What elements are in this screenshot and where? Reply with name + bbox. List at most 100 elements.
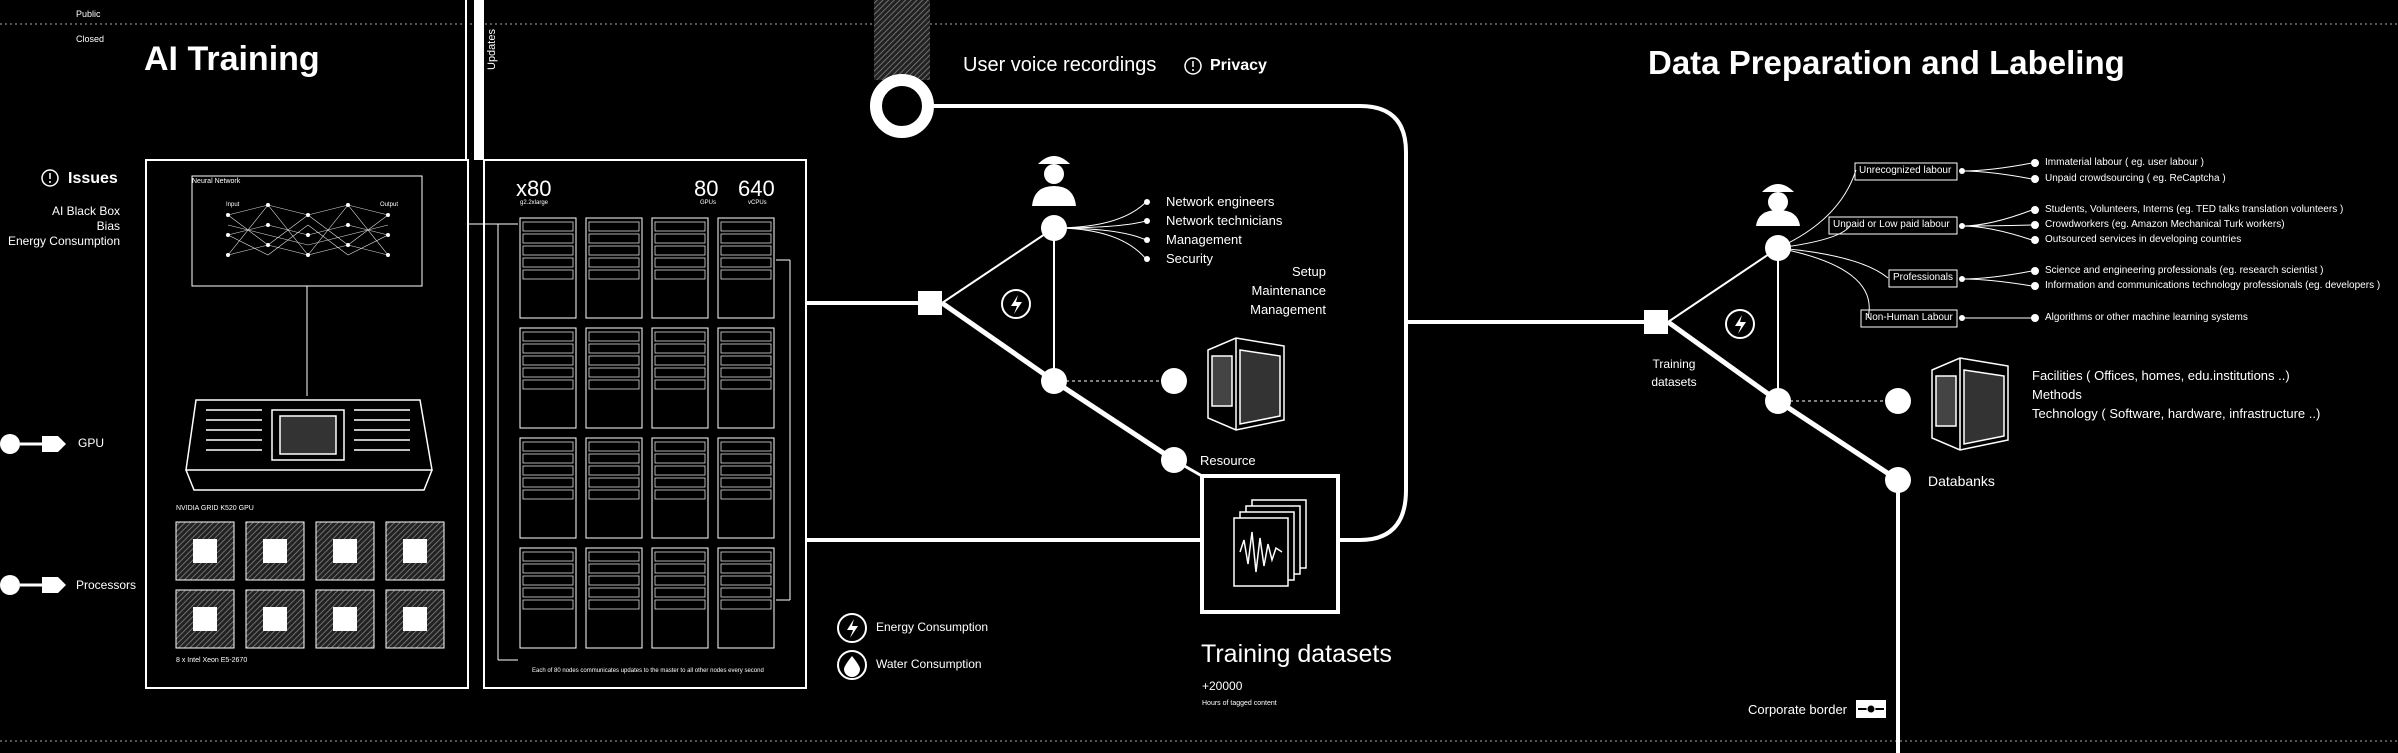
corporate-border-label: Corporate border [1748, 702, 1847, 717]
issue-item: Energy Consumption [7, 234, 120, 248]
rack-unit [522, 257, 574, 268]
rack-unit [588, 489, 640, 500]
rack-unit [654, 575, 706, 586]
labour-tag: Unrecognized labour [1859, 165, 1952, 176]
issues-icon [41, 169, 59, 187]
facility-item: Facilities ( Offices, homes, edu.institu… [2032, 368, 2290, 383]
rack-unit [720, 221, 772, 232]
rack-unit [522, 575, 574, 586]
rack-unit [720, 551, 772, 562]
cpu-grid [175, 521, 445, 649]
rack-unit [654, 477, 706, 488]
rack-unit [720, 489, 772, 500]
cluster-panel [483, 159, 807, 689]
cpu-caption: 8 x Intel Xeon E5-2670 [176, 657, 248, 664]
rack-unit [588, 257, 640, 268]
rack-unit [654, 355, 706, 366]
ai-training-title: AI Training [144, 40, 320, 78]
rack-unit [720, 477, 772, 488]
neural-network-label: Neural Network [192, 178, 241, 185]
rack-unit [654, 257, 706, 268]
gpus-value: 80 [694, 176, 719, 201]
rack-unit [522, 587, 574, 598]
rack-unit [522, 367, 574, 378]
server-rack [519, 547, 577, 649]
rack-unit [654, 269, 706, 280]
rack-unit [720, 599, 772, 610]
task-item: Setup [1292, 264, 1326, 279]
rack-unit [588, 331, 640, 342]
rack-unit [720, 465, 772, 476]
processors-label: Processors [76, 578, 137, 592]
labour-tag: Professionals [1893, 272, 1954, 283]
databanks-label: Databanks [1928, 473, 1995, 489]
rack-unit [522, 269, 574, 280]
issue-item: AI Black Box [51, 204, 120, 218]
rack-unit [522, 221, 574, 232]
issue-item: Bias [96, 219, 120, 233]
task-item: Management [1250, 302, 1326, 317]
labour-item: Algorithms or other machine learning sys… [2045, 312, 2248, 323]
rack-unit [522, 233, 574, 244]
ai-training-panel [145, 159, 469, 689]
rack-unit [522, 441, 574, 452]
gpu-board-drawing [185, 399, 433, 491]
training-sub: Hours of tagged content [1202, 700, 1277, 707]
voice-pipe [874, 0, 930, 80]
rack-unit [654, 221, 706, 232]
tag-box-unrecognized [1854, 162, 1958, 181]
rack-unit [522, 599, 574, 610]
training-count: +20000 [1202, 679, 1243, 693]
updates-bar [474, 0, 484, 160]
server-rack [717, 327, 775, 429]
tag-box-professionals [1888, 269, 1958, 288]
rack-unit [588, 379, 640, 390]
rack-unit [588, 477, 640, 488]
server-rack [717, 437, 775, 539]
rack-unit [654, 367, 706, 378]
rack-unit [654, 379, 706, 390]
server-rack [585, 217, 643, 319]
rack-unit [522, 343, 574, 354]
server-rack [651, 327, 709, 429]
rack-unit [522, 331, 574, 342]
input-label: Input [226, 202, 240, 208]
rack-unit [588, 343, 640, 354]
role-item: Network engineers [1166, 194, 1275, 209]
server-rack [519, 327, 577, 429]
server-rack [717, 217, 775, 319]
corporate-border-icon [1856, 700, 1886, 718]
rack-unit [720, 441, 772, 452]
prep-junction [1644, 310, 1668, 334]
rack-unit [588, 599, 640, 610]
labour-tag: Unpaid or Low paid labour [1833, 219, 1950, 230]
output-label: Output [380, 202, 399, 208]
rack-unit [588, 355, 640, 366]
training-datasets-title: Training datasets [1201, 640, 1392, 668]
server-icon-prep [1931, 357, 2009, 451]
labour-tag: Non-Human Labour [1865, 312, 1953, 323]
cluster-multiplier-sub: g2.2xlarge [520, 200, 549, 206]
server-rack [585, 437, 643, 539]
server-rack [651, 217, 709, 319]
rack-unit [588, 233, 640, 244]
server-rack [651, 547, 709, 649]
rack-unit [720, 587, 772, 598]
rack-unit [720, 367, 772, 378]
privacy-icon [1184, 57, 1202, 75]
rack-unit [654, 551, 706, 562]
task-item: Maintenance [1251, 283, 1326, 298]
server-rack [717, 547, 775, 649]
rack-unit [720, 575, 772, 586]
issues-title: Issues [68, 170, 118, 187]
role-item: Management [1166, 232, 1242, 247]
rack-unit [588, 221, 640, 232]
rack-unit [522, 453, 574, 464]
rack-unit [522, 563, 574, 574]
rack-unit [654, 245, 706, 256]
rack-unit [654, 441, 706, 452]
data-prep-title: Data Preparation and Labeling [1648, 44, 2125, 81]
gpus-label: GPUs [700, 200, 717, 206]
training-datasets-box [1200, 474, 1340, 614]
